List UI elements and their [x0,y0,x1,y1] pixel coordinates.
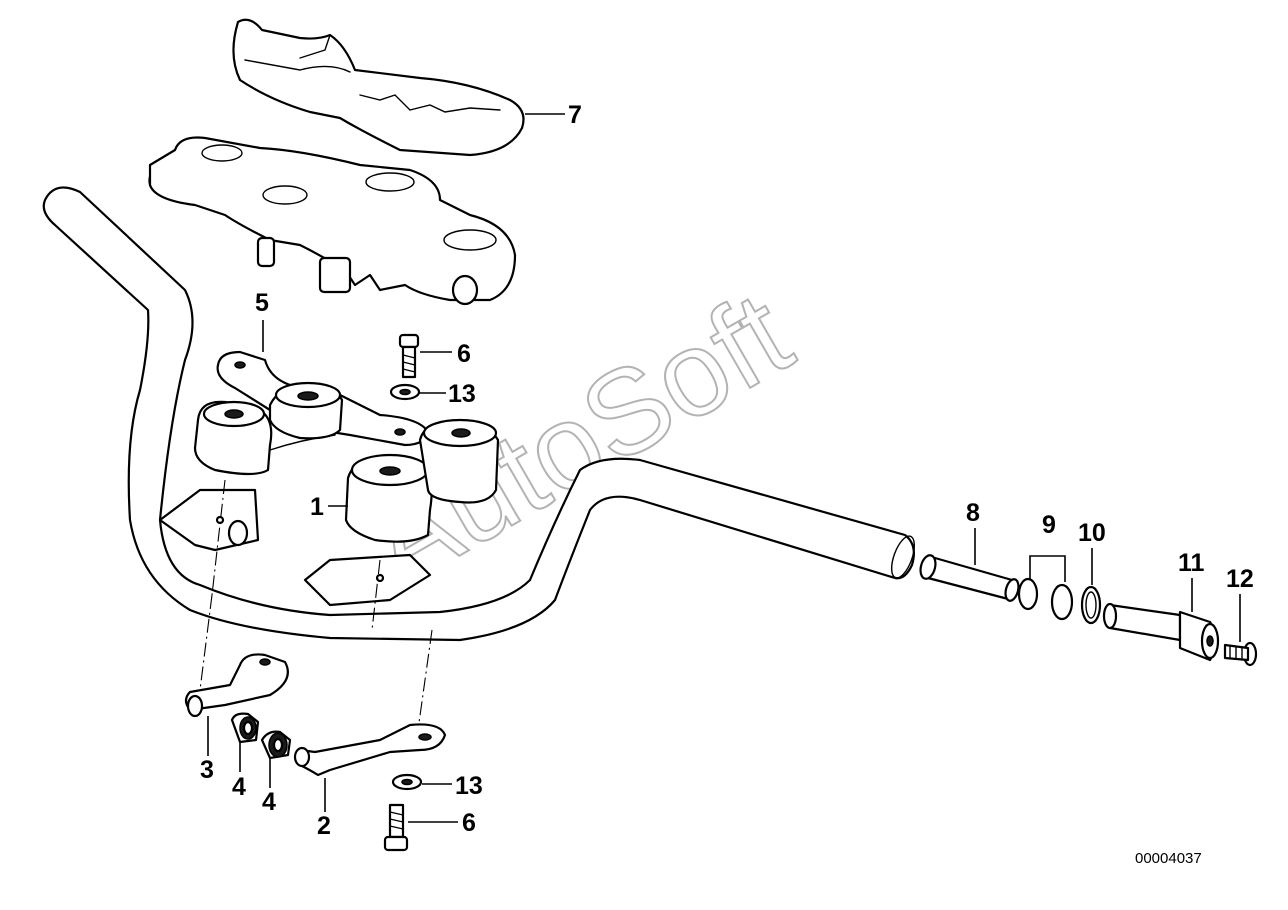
callout-11: 11 [1178,549,1205,577]
callout-4-left: 4 [232,773,246,801]
alignment-lines [199,479,433,731]
callout-10: 10 [1078,519,1106,547]
callout-6-upper: 6 [457,340,471,368]
callout-13-lower: 13 [455,772,483,800]
part-12-screw [1223,641,1258,667]
upper-clamp-bridge [148,136,517,306]
part-6-bolt-lower [383,803,409,852]
part-8-sleeve [919,554,1020,602]
callout-13-upper: 13 [448,380,476,408]
callout-7: 7 [568,101,582,129]
callout-6-lower: 6 [462,809,476,837]
callout-labels: 7 5 6 13 1 8 9 10 11 12 3 4 4 2 13 6 [200,101,1254,840]
callout-9: 9 [1042,511,1056,539]
callout-1: 1 [310,493,324,521]
part-1-rubber-mounts [193,381,500,543]
callout-2: 2 [317,812,331,840]
part-13-washer-lower [391,773,423,791]
part-4-bushings [230,712,292,760]
part-3-lower-bracket [184,653,289,718]
diagram-reference-number: 00004037 [1135,850,1202,867]
part-10-ring [1080,585,1102,625]
callout-8: 8 [966,499,980,527]
part-11-bar-end [1102,602,1220,662]
callout-4-right: 4 [262,788,276,816]
part-7-cover [232,18,525,157]
lower-mount-brackets [158,488,432,607]
part-2-lever-bracket [293,723,447,777]
callout-5: 5 [255,289,269,317]
callout-3: 3 [200,756,214,784]
part-13-washer-upper [389,383,421,401]
part-6-bolt-upper [398,333,420,379]
part-9-spacers [1017,555,1074,621]
leader-lines [207,113,1241,823]
callout-12: 12 [1226,565,1254,593]
